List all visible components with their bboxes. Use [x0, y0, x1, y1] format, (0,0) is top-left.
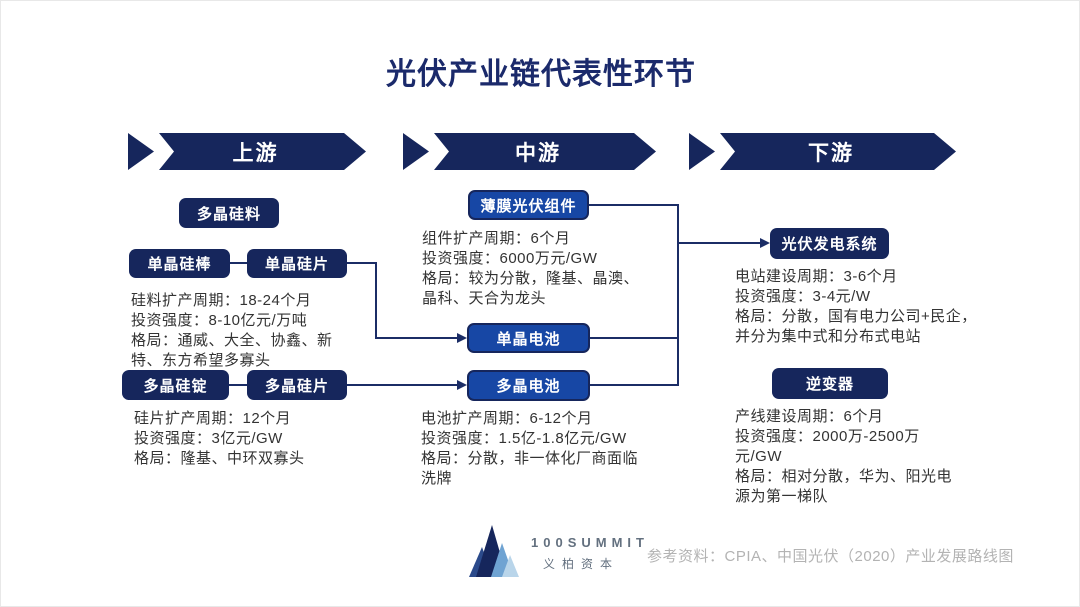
connector-to-pvsystem: [677, 242, 760, 244]
logo-text-block: 100SUMMIT 义柏资本: [531, 523, 649, 572]
note-line: 投资强度：1.5亿-1.8亿元/GW: [421, 430, 627, 447]
banner-chevron-icon: [403, 133, 429, 170]
note-line: 格局：分散，非一体化厂商面临洗牌: [421, 450, 639, 487]
page-title: 光伏产业链代表性环节: [386, 58, 696, 91]
connector-to-polycell: [347, 384, 457, 386]
stage-banner-label: 中游: [434, 133, 656, 170]
stage-banner-label: 下游: [720, 133, 956, 170]
connector-thinfilm-out: [589, 204, 679, 206]
mountain-logo-icon: [469, 525, 519, 577]
note-line: 格局：分散，国有电力公司+民企，并分为集中式和分布式电站: [735, 308, 977, 345]
note-line: 投资强度：6000万元/GW: [422, 250, 598, 267]
connector-to-monocell: [375, 337, 457, 339]
connector-monowafer-out: [347, 262, 377, 264]
connector-rod-to-wafer: [230, 262, 247, 264]
note-inverter: 产线建设周期：6个月 投资强度：2000万-2500万元/GW 格局：相对分散，…: [735, 407, 965, 507]
node-inverter: 逆变器: [772, 368, 888, 399]
node-mono-wafer: 单晶硅片: [247, 249, 347, 278]
connector-monocell-out: [590, 337, 678, 339]
note-line: 硅片扩产周期：12个月: [134, 410, 292, 427]
node-poly-ingot: 多晶硅锭: [122, 370, 229, 400]
node-mono-cell: 单晶电池: [467, 323, 590, 353]
connector-monowafer-down: [375, 262, 377, 339]
node-mono-rod: 单晶硅棒: [129, 249, 230, 278]
node-thin-film-module: 薄膜光伏组件: [468, 190, 589, 220]
note-line: 格局：通威、大全、协鑫、新特、东方希望多寡头: [131, 332, 333, 369]
note-wafer: 硅片扩产周期：12个月 投资强度：3亿元/GW 格局：隆基、中环双寡头: [134, 409, 374, 469]
note-line: 投资强度：8-10亿元/万吨: [131, 312, 308, 329]
arrowhead-polycell-icon: [457, 380, 467, 390]
logo-name: 100SUMMIT: [531, 535, 649, 550]
note-line: 格局：隆基、中环双寡头: [134, 450, 305, 467]
stage-banner-upstream: 上游: [128, 133, 366, 170]
note-line: 组件扩产周期：6个月: [422, 230, 571, 247]
stage-banner-label: 上游: [159, 133, 366, 170]
arrowhead-monocell-icon: [457, 333, 467, 343]
stage-banner-downstream: 下游: [689, 133, 956, 170]
note-line: 硅料扩产周期：18-24个月: [131, 292, 312, 309]
note-line: 投资强度：3亿元/GW: [134, 430, 283, 447]
stage-banner-midstream: 中游: [403, 133, 656, 170]
note-line: 投资强度：3-4元/W: [735, 288, 871, 305]
note-line: 电池扩产周期：6-12个月: [421, 410, 593, 427]
banner-chevron-icon: [689, 133, 715, 170]
node-poly-cell: 多晶电池: [467, 370, 590, 401]
note-cell: 电池扩产周期：6-12个月 投资强度：1.5亿-1.8亿元/GW 格局：分散，非…: [421, 409, 639, 489]
company-logo: 100SUMMIT 义柏资本: [469, 523, 649, 577]
node-poly-silicon: 多晶硅料: [179, 198, 279, 228]
note-line: 电站建设周期：3-6个月: [735, 268, 898, 285]
logo-chinese-name: 义柏资本: [543, 557, 620, 571]
note-line: 产线建设周期：6个月: [735, 408, 884, 425]
arrowhead-pvsystem-icon: [760, 238, 770, 248]
reference-note: 参考资料：CPIA、中国光伏（2020）产业发展路线图: [647, 548, 1014, 565]
note-line: 格局：相对分散，华为、阳光电源为第一梯队: [735, 468, 953, 505]
note-line: 格局：较为分散，隆基、晶澳、晶科、天合为龙头: [422, 270, 640, 307]
note-silicon: 硅料扩产周期：18-24个月 投资强度：8-10亿元/万吨 格局：通威、大全、协…: [131, 291, 363, 371]
connector-polycell-out: [590, 384, 678, 386]
connector-ingot-to-polywafer: [229, 384, 247, 386]
note-line: 投资强度：2000万-2500万元/GW: [735, 428, 920, 465]
node-pv-system: 光伏发电系统: [770, 228, 889, 259]
note-module: 组件扩产周期：6个月 投资强度：6000万元/GW 格局：较为分散，隆基、晶澳、…: [422, 229, 642, 309]
node-poly-wafer: 多晶硅片: [247, 370, 347, 400]
note-power-station: 电站建设周期：3-6个月 投资强度：3-4元/W 格局：分散，国有电力公司+民企…: [735, 267, 979, 347]
banner-chevron-icon: [128, 133, 154, 170]
connector-bus-vertical: [677, 204, 679, 386]
